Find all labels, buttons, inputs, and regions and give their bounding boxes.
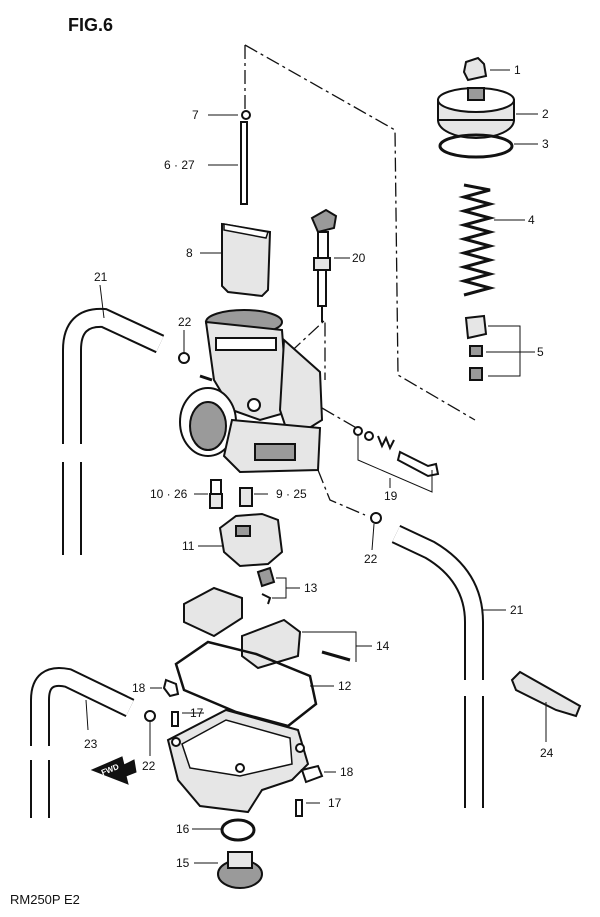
part-19-pilot-screw-set	[353, 426, 440, 493]
model-code: RM250P E2	[10, 892, 80, 907]
callout-2: 2	[542, 107, 549, 121]
part-6-27-jet-needle	[208, 121, 248, 205]
callout-1: 1	[514, 63, 521, 77]
part-23-hose	[29, 667, 135, 818]
callout-19: 19	[384, 489, 398, 503]
callout-9-25: 9 · 25	[276, 487, 307, 501]
callout-13: 13	[304, 581, 318, 595]
part-15-drain-plug	[194, 851, 263, 889]
callout-18-lower: 18	[340, 765, 354, 779]
part-21-hose-right	[391, 524, 506, 808]
callout-17-lower: 17	[328, 796, 342, 810]
part-17-screw-lower	[295, 799, 320, 817]
callout-5: 5	[537, 345, 544, 359]
callout-23: 23	[84, 737, 98, 751]
callout-18-upper: 18	[132, 681, 146, 695]
callout-22-lower: 22	[142, 759, 156, 773]
part-13-needle-valve	[256, 566, 300, 605]
part-21-hose-left	[62, 284, 165, 555]
callout-15: 15	[176, 856, 190, 870]
callout-22-middle: 22	[364, 552, 378, 566]
part-7-clip	[208, 110, 251, 120]
part-12-bowl-gasket	[174, 640, 334, 728]
part-20-air-screw	[310, 208, 350, 322]
callout-22-upper: 22	[178, 315, 192, 329]
part-14-float-block	[183, 586, 372, 670]
part-10-26-main-jet	[194, 479, 223, 509]
callout-3: 3	[542, 137, 549, 151]
callout-7: 7	[192, 108, 199, 122]
callout-labels: 1 2 3 4 5 6 · 27 7 8 9 · 25 10 · 26 11 1…	[84, 63, 554, 870]
callout-8: 8	[186, 246, 193, 260]
callout-17-upper: 17	[190, 706, 204, 720]
part-4-spring	[458, 183, 525, 297]
callout-20: 20	[352, 251, 366, 265]
part-1-cap-plug	[462, 56, 510, 82]
part-22-clip-upper	[178, 330, 190, 364]
part-22-clip-middle	[370, 512, 382, 551]
part-22-clip-lower	[144, 710, 156, 756]
part-3-gasket	[438, 133, 538, 159]
callout-14: 14	[376, 639, 390, 653]
part-11-float	[198, 512, 284, 568]
part-8-throttle-valve	[200, 222, 272, 298]
part-2-top-cap	[437, 87, 538, 139]
part-9-25-pilot-jet	[239, 487, 268, 507]
float-bowl	[166, 708, 310, 814]
callout-21-left: 21	[94, 270, 108, 284]
figure-title: FIG.6	[68, 15, 113, 35]
part-18-clamp-upper	[150, 678, 180, 698]
callout-12: 12	[338, 679, 352, 693]
part-16-o-ring	[192, 818, 256, 842]
callout-16: 16	[176, 822, 190, 836]
callout-6-27: 6 · 27	[164, 158, 195, 172]
fwd-arrow-icon: FWD	[90, 756, 137, 785]
callout-11: 11	[182, 539, 195, 553]
part-18-clamp-lower	[300, 764, 336, 784]
callout-10-26: 10 · 26	[150, 487, 188, 501]
part-24-bracket	[510, 670, 582, 742]
part-17-screw-upper	[171, 711, 204, 727]
part-5-needle-parts	[464, 314, 535, 381]
callout-24: 24	[540, 746, 554, 760]
carburetor-body	[179, 309, 324, 474]
callout-4: 4	[528, 213, 535, 227]
callout-21-right: 21	[510, 603, 524, 617]
